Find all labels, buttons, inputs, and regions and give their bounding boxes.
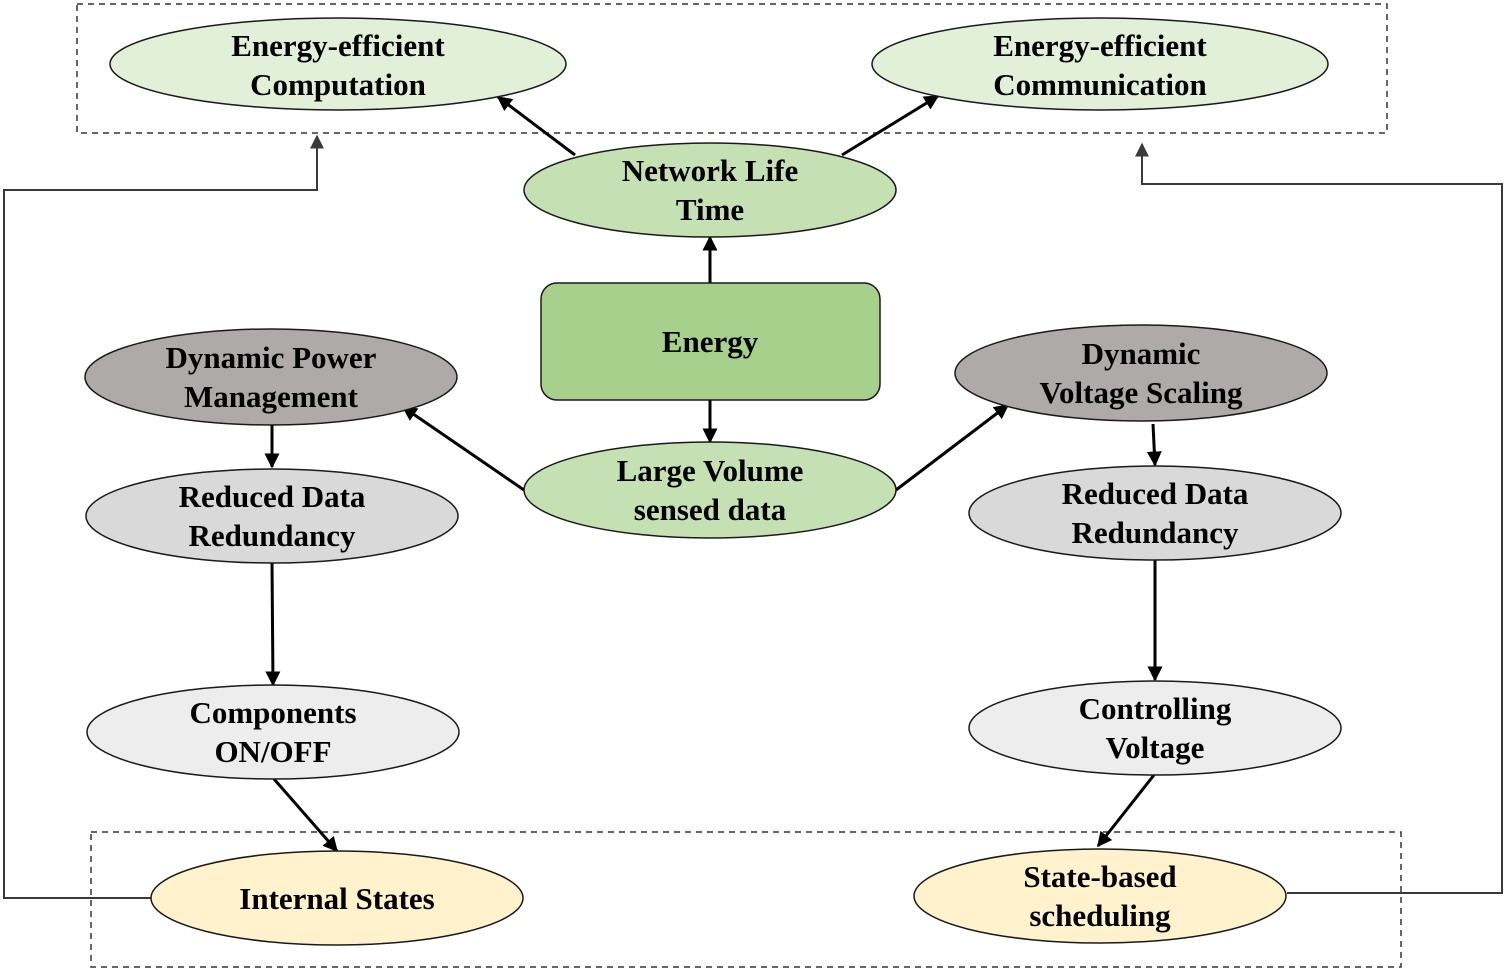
node-label-line2: Communication — [993, 67, 1207, 102]
arrow-network-to-communication — [841, 94, 940, 157]
node-label: Internal States — [239, 881, 434, 916]
node-label-line2: ON/OFF — [214, 734, 331, 769]
node-dynamic-power-management: Dynamic Power Management — [84, 328, 458, 426]
node-internal-states: Internal States — [150, 850, 524, 946]
node-label-line1: Dynamic Power — [166, 340, 377, 375]
node-shape — [109, 17, 567, 111]
node-label-line1: Controlling — [1079, 691, 1232, 726]
node-shape — [84, 328, 458, 426]
node-label-line1: Dynamic — [1082, 336, 1201, 371]
node-label-line2: Management — [184, 379, 359, 414]
arrow-redundancy-left-to-components — [265, 562, 281, 687]
node-shape — [954, 324, 1328, 422]
node-label-line2: Voltage Scaling — [1040, 375, 1243, 410]
arrow-network-to-computation — [496, 95, 576, 157]
node-label-line2: Voltage — [1106, 730, 1205, 765]
node-components-on-off: Components ON/OFF — [86, 684, 460, 780]
node-shape — [871, 17, 1329, 111]
node-label-line1: Network Life — [622, 153, 798, 188]
node-label-line1: Energy-efficient — [993, 28, 1207, 63]
node-energy-efficient-communication: Energy-efficient Communication — [871, 17, 1329, 111]
node-controlling-voltage: Controlling Voltage — [968, 680, 1342, 776]
node-shape — [913, 848, 1287, 944]
loop-scheduling-to-communication — [1135, 142, 1503, 894]
arrow-controlling-to-scheduling — [1096, 774, 1156, 848]
node-label-line2: Time — [676, 192, 744, 227]
node-label-line2: scheduling — [1029, 898, 1171, 933]
node-reduced-data-redundancy-left: Reduced Data Redundancy — [85, 468, 459, 564]
node-shape — [523, 142, 897, 238]
node-shape — [968, 680, 1342, 776]
node-shape — [86, 684, 460, 780]
node-shape — [85, 468, 459, 564]
arrow-large-volume-to-dpm — [401, 405, 525, 492]
node-label-line2: sensed data — [634, 492, 787, 527]
node-label-line1: Energy-efficient — [231, 28, 445, 63]
top-group-box — [76, 3, 1388, 134]
node-label-line1: Components — [189, 695, 356, 730]
arrow-dvs-to-redundancy-right — [1146, 423, 1162, 467]
loop-internal-states-to-computation — [3, 134, 324, 899]
node-label: Energy — [662, 324, 759, 359]
node-dynamic-voltage-scaling: Dynamic Voltage Scaling — [954, 324, 1328, 422]
node-energy: Energy — [540, 282, 881, 401]
node-state-based-scheduling: State-based scheduling — [913, 848, 1287, 944]
node-label-line1: Large Volume — [617, 453, 804, 488]
node-label-line2: Redundancy — [188, 518, 356, 553]
node-energy-efficient-computation: Energy-efficient Computation — [109, 17, 567, 111]
node-label-line2: Computation — [250, 67, 426, 102]
node-shape — [968, 465, 1342, 561]
node-reduced-data-redundancy-right: Reduced Data Redundancy — [968, 465, 1342, 561]
node-shape — [150, 850, 524, 946]
arrow-large-volume-to-dvs — [895, 403, 1010, 492]
node-label-line1: Reduced Data — [1062, 476, 1249, 511]
node-network-life-time: Network Life Time — [523, 142, 897, 238]
node-label-line1: State-based — [1023, 859, 1176, 894]
node-large-volume-sensed-data: Large Volume sensed data — [523, 441, 897, 539]
node-shape — [540, 282, 881, 401]
node-label-line2: Redundancy — [1071, 515, 1239, 550]
bottom-group-box — [90, 831, 1402, 968]
arrow-components-to-internal-states — [272, 778, 339, 853]
node-shape — [523, 441, 897, 539]
node-label-line1: Reduced Data — [179, 479, 366, 514]
